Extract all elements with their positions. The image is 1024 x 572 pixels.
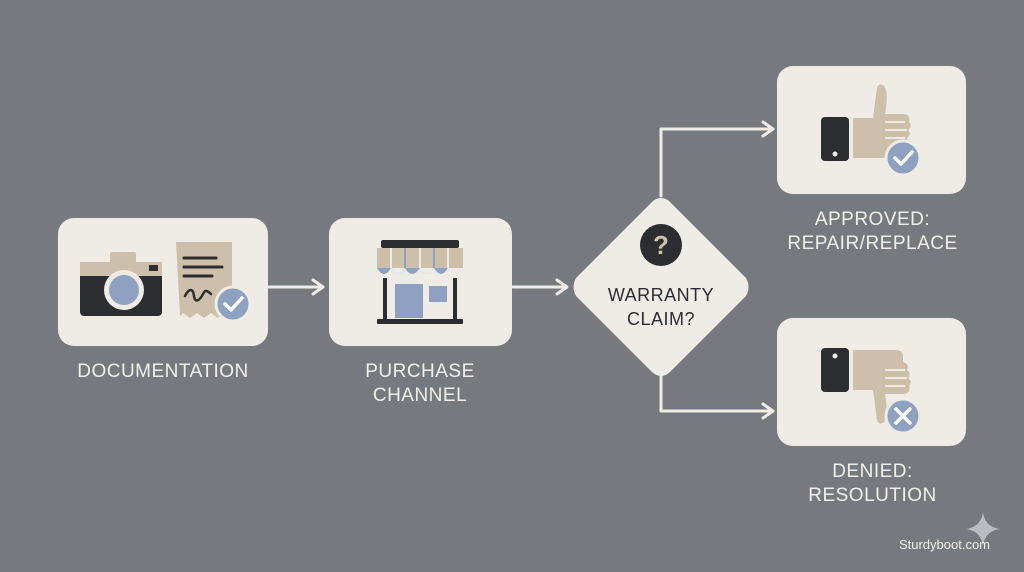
denied-label: DENIED: RESOLUTION <box>770 460 975 508</box>
documentation-label: DOCUMENTATION <box>48 360 278 384</box>
question-mark-icon: ? <box>640 224 682 266</box>
arrow-purchase-to-decision <box>511 278 569 296</box>
denied-label-line1: DENIED: <box>832 461 913 482</box>
svg-text:?: ? <box>653 230 669 260</box>
approved-label: APPROVED: REPAIR/REPLACE <box>770 208 975 256</box>
phone-icon <box>821 117 849 161</box>
thumbs-up-phone-icon <box>821 84 922 177</box>
approved-label-line1: APPROVED: <box>814 209 931 230</box>
thumbs-down-phone-icon <box>821 348 922 435</box>
warranty-claim-label-line1: WARRANTY <box>607 285 715 305</box>
documentation-card <box>58 218 268 346</box>
phone-icon <box>821 348 849 392</box>
warranty-claim-label: WARRANTY CLAIM? <box>576 283 746 331</box>
arrow-documentation-to-purchase <box>267 278 325 296</box>
camera-receipt-icon <box>80 242 252 323</box>
watermark-text: Sturdyboot.com <box>898 537 990 552</box>
warranty-claim-decision: ? <box>573 198 749 376</box>
thumbs-up-icon <box>853 84 911 158</box>
purchase-channel-label: PURCHASE CHANNEL <box>320 360 520 408</box>
purchase-channel-card <box>329 218 512 346</box>
arrow-decision-to-denied <box>659 372 775 420</box>
warranty-claim-label-line2: CLAIM? <box>626 309 696 329</box>
arrow-decision-to-approved <box>659 120 775 198</box>
denied-label-line2: RESOLUTION <box>808 485 937 506</box>
purchase-channel-label-line1: PURCHASE <box>365 361 475 382</box>
x-badge-icon <box>884 397 922 435</box>
purchase-channel-label-line2: CHANNEL <box>372 385 468 406</box>
check-badge-icon <box>214 285 252 323</box>
documentation-label-text: DOCUMENTATION <box>77 361 249 382</box>
storefront-icon <box>377 240 463 324</box>
approved-card <box>777 66 966 194</box>
approved-label-line2: REPAIR/REPLACE <box>787 233 958 254</box>
thumbs-down-icon <box>853 350 911 424</box>
sparkle-icon <box>966 512 1000 546</box>
denied-card <box>777 318 966 446</box>
camera-icon <box>80 252 162 316</box>
check-badge-icon <box>884 139 922 177</box>
